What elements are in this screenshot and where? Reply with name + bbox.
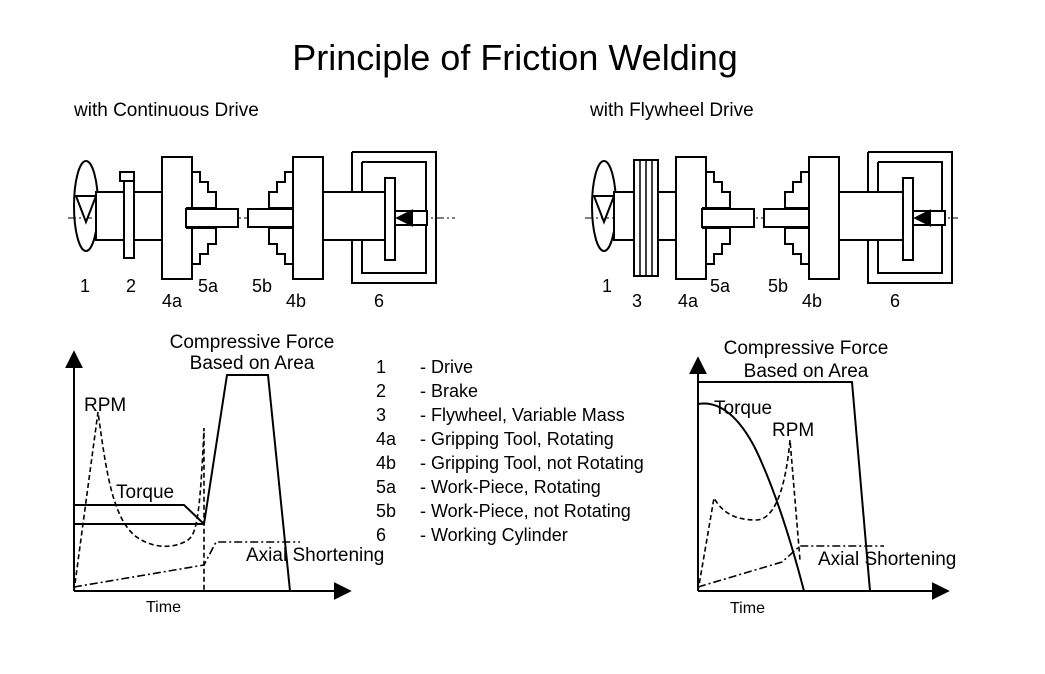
right-label-5b: 5b [768, 276, 788, 296]
left-cylinder-rod [322, 191, 386, 241]
legend-text-3: - Flywheel, Variable Mass [420, 405, 625, 425]
left-axial-curve [73, 541, 300, 588]
left-graph [65, 350, 352, 600]
legend-text-5a: - Work-Piece, Rotating [420, 477, 601, 497]
left-chuck-4b-jaw [268, 160, 302, 276]
legend-key-3: 3 [376, 405, 386, 425]
left-rpm-curve [73, 411, 205, 592]
legend-text-4a: - Gripping Tool, Rotating [420, 429, 614, 449]
right-subtitle: with Flywheel Drive [589, 100, 754, 121]
left-torque-curve [74, 504, 205, 525]
right-axial-label: Axial Shortening [818, 549, 956, 570]
legend-key-1: 1 [376, 357, 386, 377]
right-force-label-line2: Based on Area [744, 361, 869, 382]
left-brake-icon [119, 171, 135, 259]
right-part-labels: 1 3 4a 5a 5b 4b 6 [602, 276, 900, 311]
legend-text-4b: - Gripping Tool, not Rotating [420, 453, 644, 473]
right-workpiece-5a [701, 208, 755, 228]
left-drive-icon [73, 160, 99, 252]
left-label-4b: 4b [286, 291, 306, 311]
right-label-6: 6 [890, 291, 900, 311]
right-flywheel-icon [633, 159, 659, 277]
left-workpiece-5a [185, 208, 239, 228]
right-chuck-4b [808, 156, 840, 280]
left-axial-label: Axial Shortening [246, 545, 384, 566]
legend-text-5b: - Work-Piece, not Rotating [420, 501, 631, 521]
left-force-curve [74, 374, 291, 592]
page-title: Principle of Friction Welding [292, 37, 738, 78]
left-time-label: Time [146, 599, 181, 616]
left-part-labels: 1 2 4a 5a 5b 4b 6 [80, 276, 384, 311]
right-axial-curve [697, 545, 884, 588]
left-subtitle: with Continuous Drive [73, 100, 259, 121]
right-torque-label: Torque [714, 398, 772, 419]
left-chuck-4b [292, 156, 324, 280]
legend-key-4b: 4b [376, 453, 396, 473]
right-chuck-4a-jaw [702, 160, 731, 276]
right-label-1: 1 [602, 276, 612, 296]
legend-text-1: - Drive [420, 357, 473, 377]
left-label-2: 2 [126, 276, 136, 296]
left-chuck-4a-jaw [186, 160, 217, 276]
right-force-curve [698, 381, 871, 592]
left-label-1: 1 [80, 276, 90, 296]
legend-key-6: 6 [376, 525, 386, 545]
left-cylinder-6 [351, 151, 437, 284]
left-label-5b: 5b [252, 276, 272, 296]
right-label-4a: 4a [678, 291, 699, 311]
right-graph [689, 356, 950, 600]
right-cylinder-rod [838, 191, 904, 241]
left-force-label-line2: Based on Area [190, 353, 315, 374]
left-label-5a: 5a [198, 276, 219, 296]
right-rpm-curve [697, 439, 801, 592]
right-chuck-4b-jaw [784, 160, 820, 276]
right-machine [585, 151, 958, 284]
right-label-4b: 4b [802, 291, 822, 311]
legend-key-5a: 5a [376, 477, 397, 497]
left-graph-labels: Compressive Force Based on Area RPM Torq… [84, 332, 384, 616]
right-graph-labels: Compressive Force Based on Area Torque R… [714, 338, 956, 617]
left-label-4a: 4a [162, 291, 183, 311]
right-drive-icon [591, 160, 617, 252]
left-label-6: 6 [374, 291, 384, 311]
left-rpm-label: RPM [84, 395, 126, 416]
left-machine [68, 151, 455, 284]
left-torque-label: Torque [116, 482, 174, 503]
right-rpm-label: RPM [772, 420, 814, 441]
left-force-label-line1: Compressive Force [170, 332, 335, 353]
legend-key-2: 2 [376, 381, 386, 401]
right-force-label-line1: Compressive Force [724, 338, 889, 359]
legend-text-6: - Working Cylinder [420, 525, 568, 545]
right-time-label: Time [730, 600, 765, 617]
legend: 1 - Drive 2 - Brake 3 - Flywheel, Variab… [376, 357, 644, 545]
legend-key-4a: 4a [376, 429, 397, 449]
legend-key-5b: 5b [376, 501, 396, 521]
right-cylinder-6 [867, 151, 953, 284]
right-label-5a: 5a [710, 276, 731, 296]
legend-text-2: - Brake [420, 381, 478, 401]
right-label-3: 3 [632, 291, 642, 311]
